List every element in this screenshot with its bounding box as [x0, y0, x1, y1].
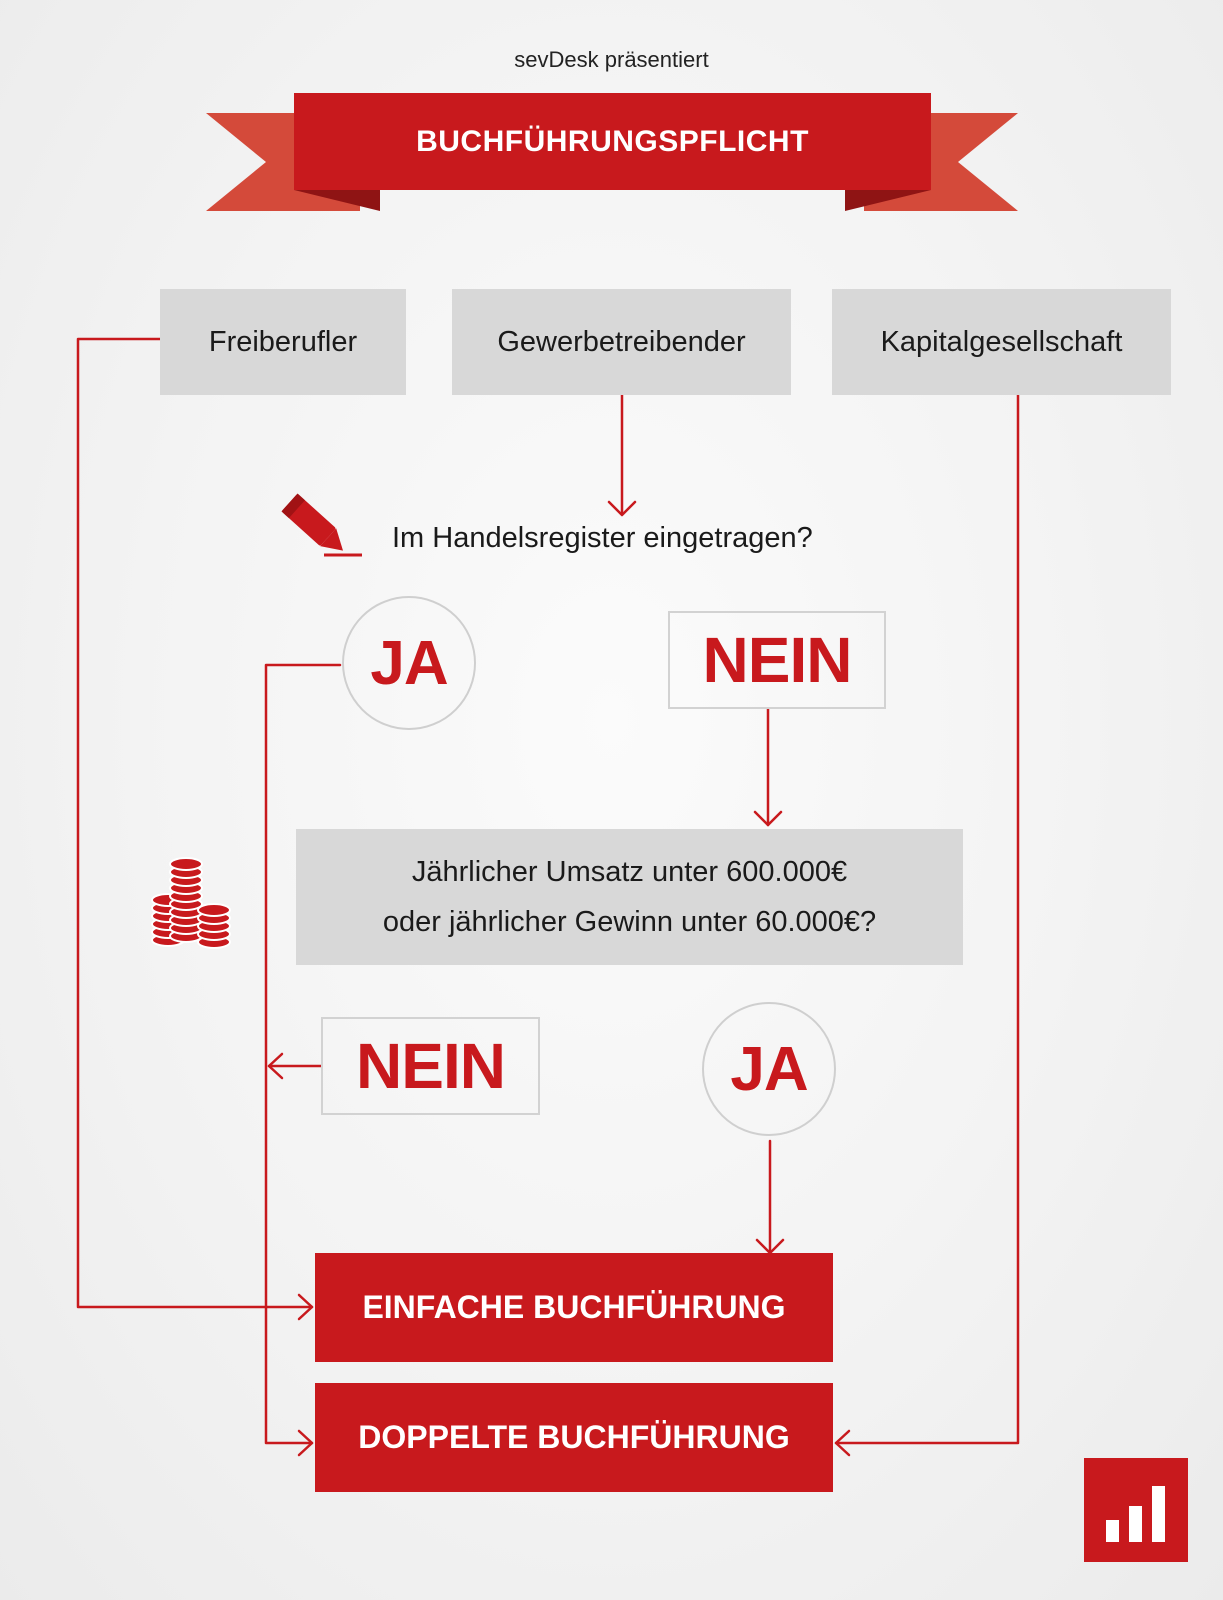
revenue-question-line2: oder jährlicher Gewinn unter 60.000€? — [382, 906, 877, 938]
category-gewerbetreibender: Gewerbetreibender — [452, 289, 791, 395]
answer-ja-revenue: JA — [702, 1002, 836, 1136]
coin-stacks-icon — [151, 857, 231, 949]
bar-chart-logo-icon — [1106, 1486, 1165, 1542]
revenue-question-box: Jährlicher Umsatz unter 600.000€ oder jä… — [296, 829, 963, 965]
answer-nein-revenue: NEIN — [321, 1017, 540, 1115]
sevdesk-logo — [1084, 1458, 1188, 1562]
category-freiberufler: Freiberufler — [160, 289, 406, 395]
pencil-icon — [281, 493, 362, 557]
result-einfache-buchfuehrung: EINFACHE BUCHFÜHRUNG — [315, 1253, 833, 1362]
banner-right-fold — [845, 190, 931, 211]
result-doppelte-buchfuehrung: DOPPELTE BUCHFÜHRUNG — [315, 1383, 833, 1492]
presenter-text: sevDesk präsentiert — [514, 47, 709, 72]
banner-title: BUCHFÜHRUNGSPFLICHT — [416, 124, 809, 158]
revenue-question-line1: Jährlicher Umsatz unter 600.000€ — [411, 856, 848, 888]
banner-main — [294, 93, 931, 190]
question-handelsregister: Im Handelsregister eingetragen? — [392, 522, 813, 554]
answer-ja-handelsregister: JA — [342, 596, 476, 730]
banner-left-fold — [294, 190, 380, 211]
category-kapitalgesellschaft: Kapitalgesellschaft — [832, 289, 1171, 395]
answer-nein-handelsregister: NEIN — [668, 611, 886, 709]
